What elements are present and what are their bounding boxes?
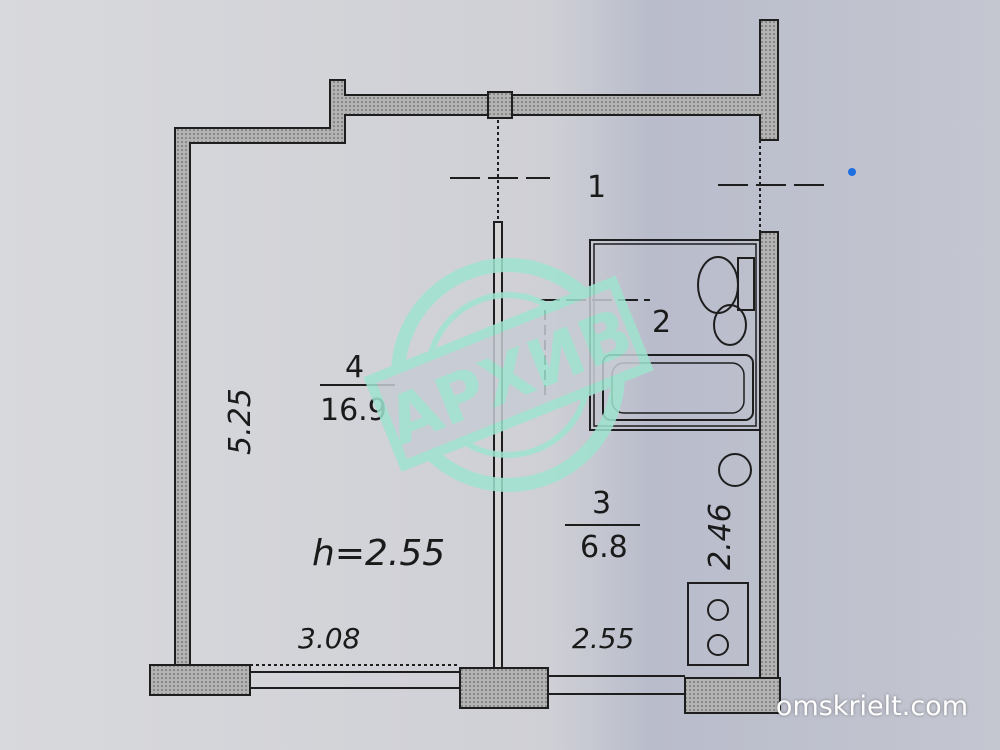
room-3-number: 3 (592, 486, 611, 521)
dim-right-side: 2.46 (703, 503, 738, 570)
room-4-number: 4 (345, 350, 364, 385)
blue-dot (848, 168, 856, 176)
room-1-number: 1 (587, 170, 606, 205)
room-3-area: 6.8 (580, 530, 628, 565)
dim-bottom-left: 3.08 (298, 622, 360, 655)
watermark: omskrielt.com (775, 691, 968, 722)
room-2-number: 2 (652, 305, 671, 340)
walls (149, 19, 781, 714)
dim-left-height: 5.25 (223, 388, 258, 455)
partitions (320, 120, 828, 669)
dim-bottom-right: 2.55 (572, 622, 634, 655)
window-lines (250, 664, 685, 695)
ceiling-height: h=2.55 (312, 533, 445, 574)
